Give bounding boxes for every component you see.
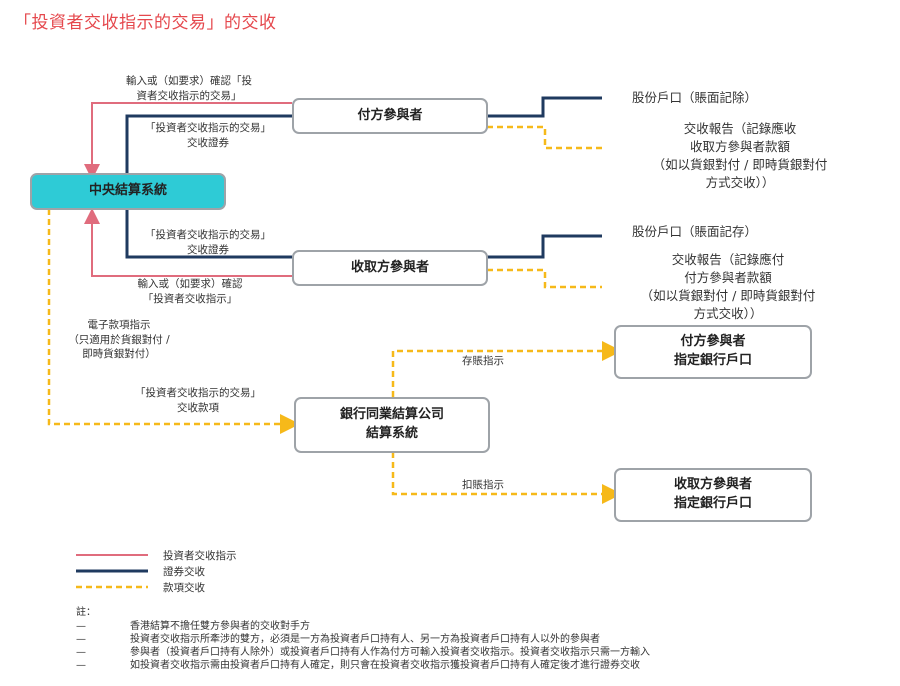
securities-line-payee [125, 209, 292, 259]
payer-bank-account-box: 付方參與者 指定銀行戶口 [614, 325, 812, 379]
interbank-label-line2: 結算系統 [365, 426, 418, 441]
page-title: 「投資者交收指示的交易」的交收 [14, 13, 277, 33]
interbank-clearing-box: 銀行同業結算公司 結算系統 [294, 397, 490, 453]
payee-participant-box: 收取方參與者 [292, 250, 488, 286]
note-dash-4: — [76, 660, 86, 671]
instruction-line-payee [84, 208, 292, 277]
payer-bank-label-line2: 指定銀行戶口 [673, 353, 752, 368]
money-line-payee-report [487, 268, 602, 289]
debit-instruction-label: 扣賬指示 [462, 479, 504, 491]
payee-bank-label-line1: 收取方參與者 [673, 477, 752, 493]
legend-money-text: 款項交收 [163, 582, 205, 594]
money-line-ccass-interbank [47, 209, 300, 434]
notes-heading: 註： [76, 607, 96, 618]
payee-stock-account-text: 股份戶口（賬面記存） [632, 224, 758, 239]
payer-settlement-report-text: 交收報告（記錄應收 收取方參與者款額 （如以貨銀對付 / 即時貨銀對付 方式交收… [652, 121, 828, 191]
note-dash-1: — [76, 621, 86, 632]
instruction-line-payer [84, 102, 292, 180]
note-4: 如投資者交收指示需由投資者戶口持有人確定，則只會在投資者交收指示獲投資者戶口持有… [130, 660, 640, 671]
ccass-box: 中央結算系統 [30, 173, 226, 210]
bottom-input-label: 輸入或（如要求）確認 「投資者交收指示」 [137, 278, 243, 305]
money-line-payer-report [487, 125, 602, 150]
note-dash-2: — [76, 634, 86, 645]
legend-instruction-text: 投資者交收指示 [163, 550, 237, 562]
money-line-debit [391, 452, 622, 504]
payee-securities-label: 「投資者交收指示的交易」 交收證券 [145, 229, 271, 256]
note-2: 投資者交收指示所牽涉的雙方，必須是一方為投資者戶口持有人、另一方為投資者戶口持有… [130, 634, 600, 645]
note-dash-3: — [76, 647, 86, 658]
securities-line-payee-stock [487, 234, 602, 259]
top-input-label: 輸入或（如要求）確認「投 資者交收指示的交易」 [126, 75, 252, 102]
securities-line-payer-stock [487, 96, 602, 118]
payee-bank-label-line2: 指定銀行戶口 [673, 496, 752, 511]
payer-securities-label: 「投資者交收指示的交易」 交收證券 [145, 122, 271, 149]
electronic-payment-label: 電子款項指示 （只適用於貨銀對付 / 即時貨銀對付） [68, 319, 170, 361]
payee-participant-label: 收取方參與者 [350, 259, 429, 275]
interbank-label-line1: 銀行同業結算公司 [339, 407, 444, 423]
ccass-label: 中央結算系統 [88, 183, 167, 199]
credit-instruction-label: 存賬指示 [462, 355, 504, 367]
note-1: 香港結算不擔任雙方參與者的交收對手方 [130, 621, 310, 632]
payer-participant-label: 付方參與者 [357, 107, 423, 123]
money-line-credit [391, 341, 622, 397]
payer-participant-box: 付方參與者 [292, 98, 488, 134]
legend-securities-text: 證券交收 [163, 566, 205, 578]
securities-line-payer [125, 114, 292, 176]
note-3: 參與者（投資者戶口持有人除外）或投資者戶口持有人作為付方可輸入投資者交收指示。投… [130, 647, 650, 658]
payer-bank-label-line1: 付方參與者 [680, 334, 746, 350]
payer-stock-account-text: 股份戶口（賬面記除） [632, 90, 758, 105]
payee-bank-account-box: 收取方參與者 指定銀行戶口 [614, 468, 812, 522]
payee-settlement-report-text: 交收報告（記錄應付 付方參與者款額 （如以貨銀對付 / 即時貨銀對付 方式交收）… [640, 252, 816, 322]
money-settlement-label: 「投資者交收指示的交易」 交收款項 [135, 387, 261, 414]
